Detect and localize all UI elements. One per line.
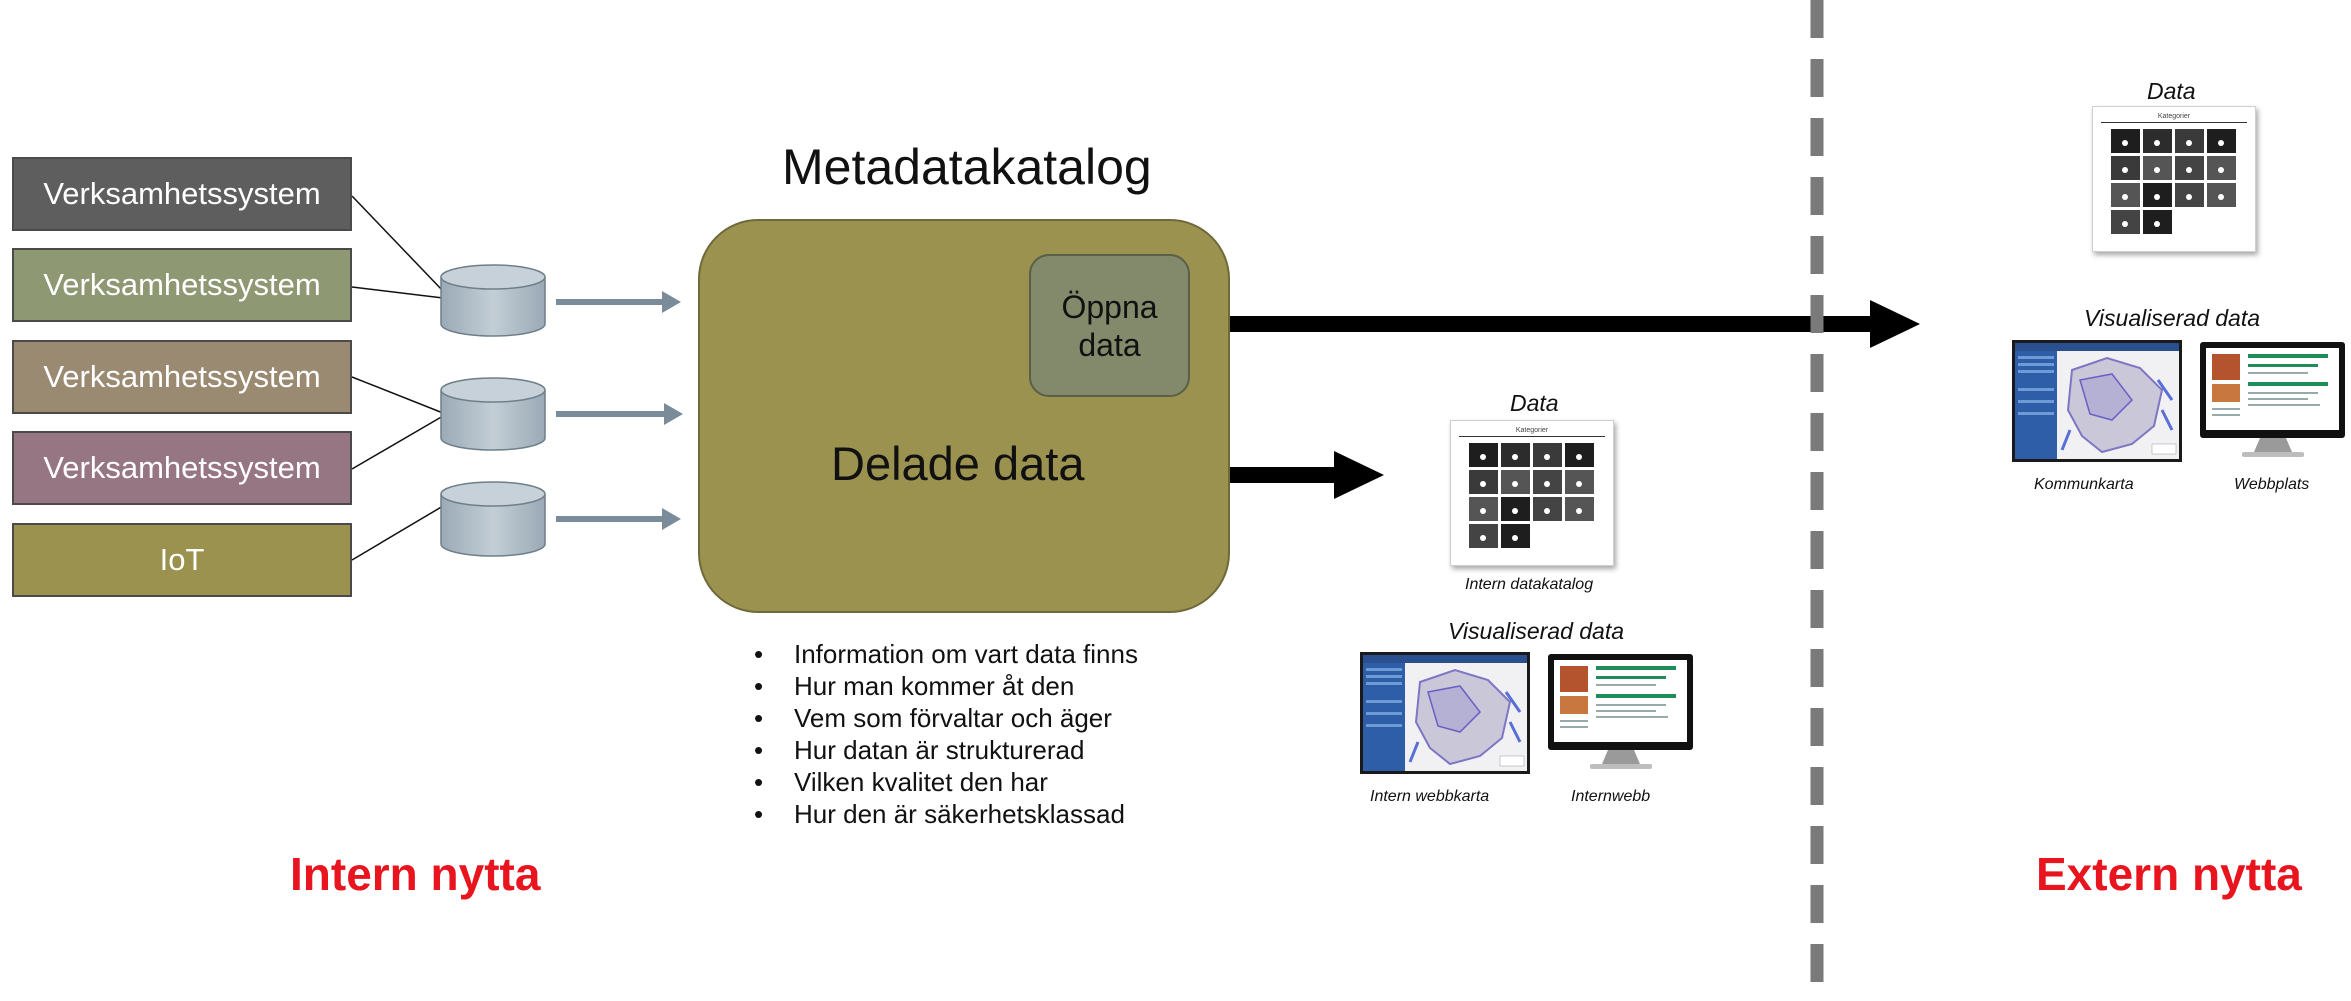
- external-web-caption: Webbplats: [2234, 476, 2310, 493]
- system-label: Verksamhetssystem: [43, 450, 321, 485]
- iot-box: IoT: [12, 523, 352, 597]
- system-label: IoT: [159, 542, 205, 577]
- external-benefit-label: Extern nytta: [2036, 848, 2302, 900]
- external-map-screenshot: [2012, 340, 2182, 462]
- internal-benefit-label: Intern nytta: [290, 848, 541, 900]
- arrow-open-data-icon: [1190, 300, 1920, 348]
- internal-data-heading: Data: [1510, 390, 1559, 416]
- external-map-caption: Kommunkarta: [2034, 476, 2134, 493]
- arrow-to-catalog-icon: [556, 291, 681, 313]
- list-item: Hur datan är strukturerad: [754, 734, 1138, 766]
- internal-map-caption: Intern webbkarta: [1370, 788, 1490, 805]
- internal-web-caption: Internwebb: [1571, 788, 1651, 805]
- list-item: Vem som förvaltar och äger: [754, 702, 1138, 734]
- connector-line: [351, 286, 444, 299]
- system-box: Verksamhetssystem: [12, 157, 352, 231]
- system-box: Verksamhetssystem: [12, 340, 352, 414]
- internal-catalog-thumbnail: Kategorier: [1450, 420, 1614, 566]
- connector-line: [351, 505, 444, 561]
- internal-webmap-screenshot: [1360, 652, 1530, 774]
- system-box: Verksamhetssystem: [12, 248, 352, 322]
- connector-line: [351, 195, 444, 292]
- open-data-box: Öppna data: [1029, 254, 1190, 397]
- internal-web-monitor: [1548, 654, 1693, 769]
- external-catalog-thumbnail: Kategorier: [2092, 106, 2256, 252]
- internal-visual-heading: Visualiserad data: [1448, 618, 1625, 644]
- catalog-info-list: Information om vart data finns Hur man k…: [754, 638, 1138, 830]
- list-item: Vilken kvalitet den har: [754, 766, 1138, 798]
- external-web-monitor: [2200, 342, 2345, 457]
- system-box: Verksamhetssystem: [12, 431, 352, 505]
- system-label: Verksamhetssystem: [43, 176, 321, 211]
- category-grid-icon: [1469, 443, 1594, 548]
- list-item: Hur den är säkerhetsklassad: [754, 798, 1138, 830]
- database-cylinder-icon: [440, 377, 546, 451]
- arrow-to-catalog-icon: [556, 403, 683, 425]
- catalog-header: Kategorier: [2157, 113, 2191, 120]
- connector-line: [351, 376, 444, 414]
- internal-catalog-caption: Intern datakatalog: [1465, 576, 1594, 593]
- system-label: Verksamhetssystem: [43, 267, 321, 302]
- list-item: Information om vart data finns: [754, 638, 1138, 670]
- external-visual-heading: Visualiserad data: [2084, 305, 2261, 331]
- system-label: Verksamhetssystem: [43, 359, 321, 394]
- database-cylinder-icon: [440, 264, 546, 337]
- external-data-heading: Data: [2147, 78, 2196, 104]
- shared-data-label: Delade data: [831, 437, 1085, 490]
- arrow-to-catalog-icon: [556, 508, 681, 530]
- catalog-title: Metadatakatalog: [782, 139, 1152, 195]
- category-grid-icon: [2111, 129, 2236, 234]
- list-item: Hur man kommer åt den: [754, 670, 1138, 702]
- database-cylinder-icon: [440, 481, 546, 557]
- connector-line: [351, 415, 444, 470]
- catalog-header: Kategorier: [1515, 427, 1549, 434]
